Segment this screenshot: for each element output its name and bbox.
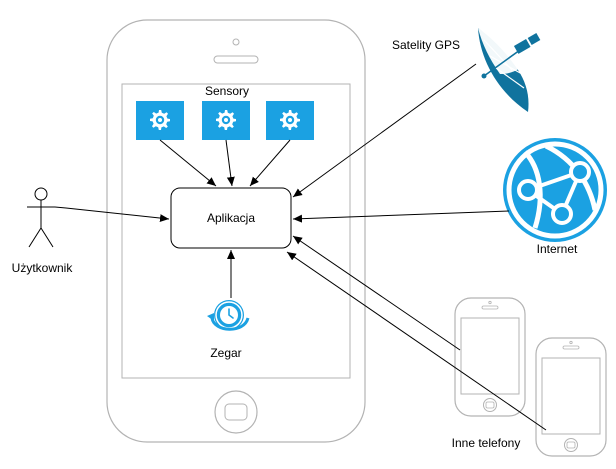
arrow-sensor1-app (159, 139, 217, 187)
sensors-label: Sensory (205, 84, 249, 98)
gear-icon (280, 110, 300, 130)
gear-icon (150, 110, 170, 130)
arrow-internet-app (292, 210, 510, 223)
gps-label: Satelity GPS (392, 38, 460, 52)
arrow-phone1-app (292, 235, 461, 351)
satellite-dish-icon (478, 28, 541, 112)
user-label: Użytkownik (12, 261, 74, 275)
sensor-icon-3 (266, 101, 314, 140)
sensor-icon-2 (202, 101, 250, 140)
internet-label: Internet (537, 242, 578, 256)
sensor-icon-1 (136, 101, 184, 140)
arrow-sensor3-app (249, 139, 291, 187)
phones-label: Inne telefony (452, 436, 521, 450)
gear-icon (216, 110, 236, 130)
arrow-sensor2-app (225, 139, 235, 187)
arrow-phone2-app (286, 251, 547, 431)
clock-icon (207, 300, 250, 331)
arrow-user-app (54, 206, 170, 223)
stick-figure-icon (27, 187, 55, 248)
smartphone-icon (454, 297, 526, 417)
smartphone-icon (535, 337, 607, 457)
arrow-gps-app (292, 63, 477, 198)
clock-label: Zegar (210, 346, 241, 360)
application-label: Aplikacja (207, 211, 255, 225)
connection-arrows (54, 63, 547, 431)
application-box: Aplikacja (170, 187, 292, 249)
globe-network-icon (503, 138, 607, 242)
